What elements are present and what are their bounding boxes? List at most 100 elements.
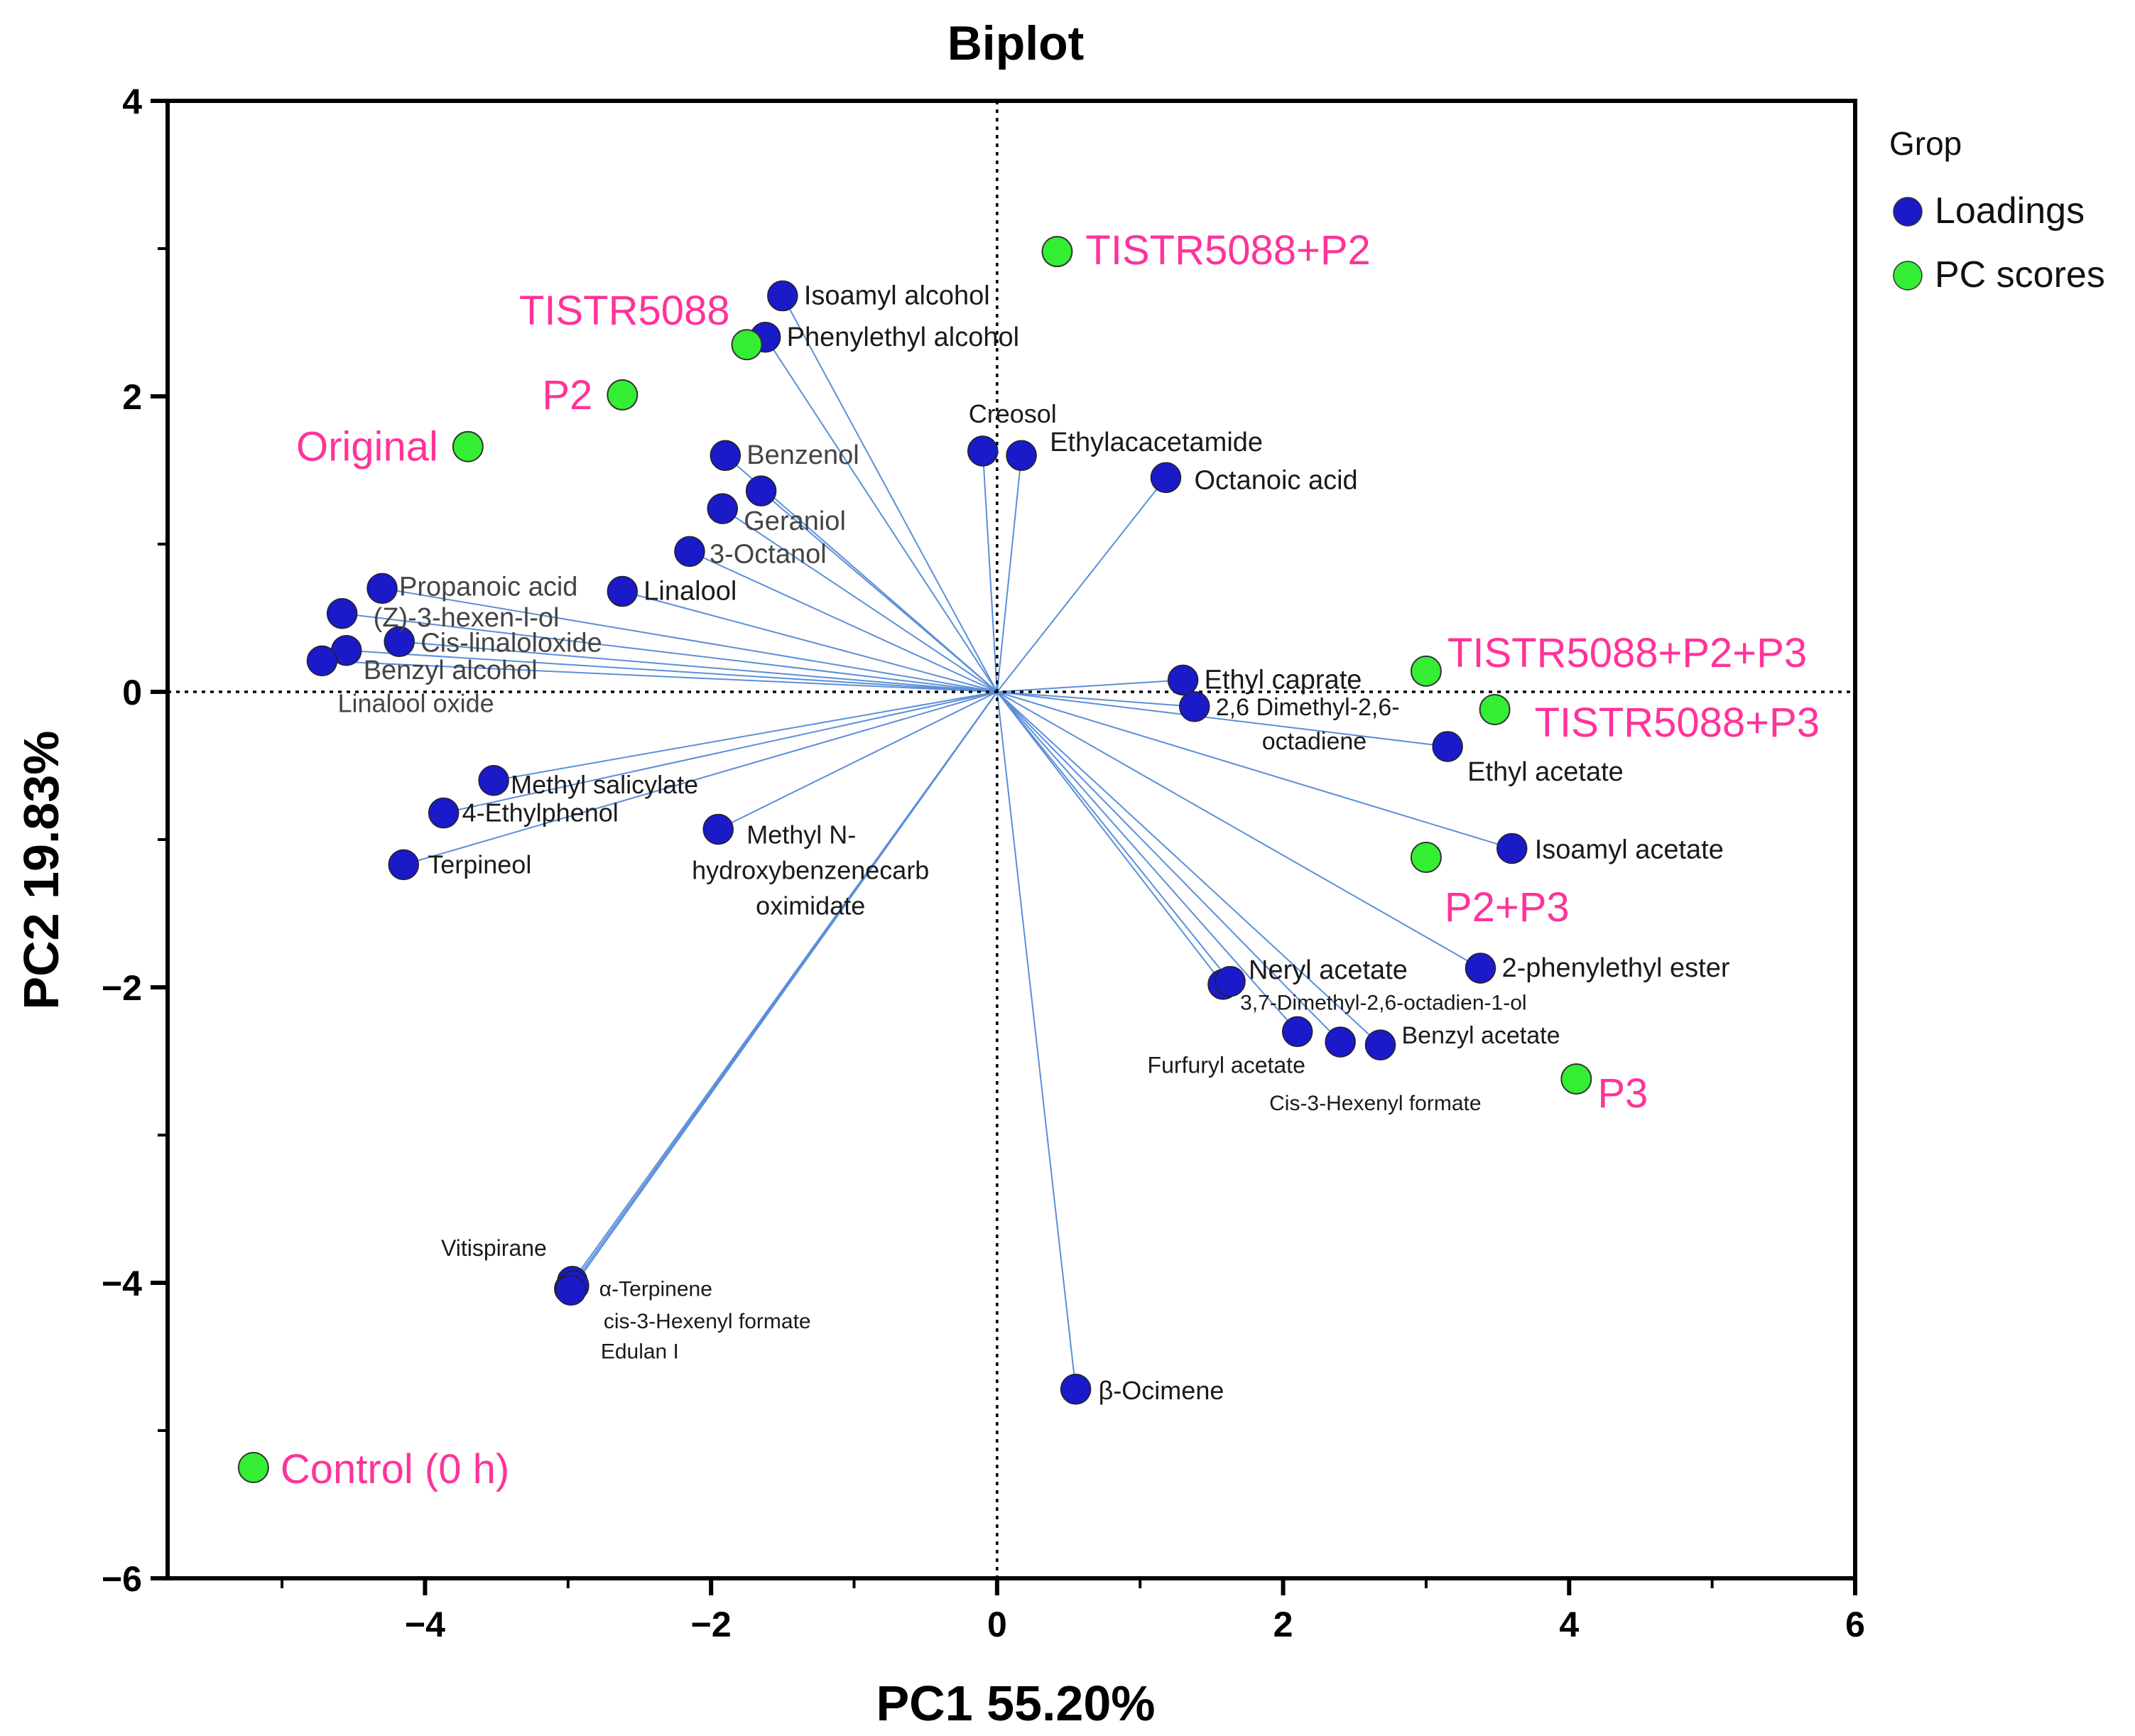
loading-label-geraniol: Geraniol [744, 506, 846, 536]
loading-label-cis-3-hexenyl-formate: cis-3-Hexenyl formate [604, 1310, 811, 1333]
loading-point-isoamyl-acetate [1496, 832, 1528, 864]
loading-point-methyl-salicylate [478, 765, 509, 796]
loading-label-methyl-n-hydroxybenzenecarboximidate-line1: Methyl N- [746, 820, 856, 849]
loading-vector-3-octanol [689, 550, 998, 693]
score-point-p2 [607, 379, 639, 411]
loading-point-ethylacacetamide [1006, 440, 1037, 471]
loading-label-octanoic-acid: Octanoic acid [1194, 465, 1357, 495]
loading-vector-ethylacacetamide [996, 455, 1023, 693]
loading-point-benzyl-acetate [1364, 1029, 1396, 1060]
score-point-control-0-h [237, 1452, 269, 1483]
x-axis-title: PC1 55.20% [876, 1676, 1155, 1731]
x-tick-label: −4 [405, 1605, 445, 1644]
loading-vectors [322, 295, 1513, 1389]
loading-point-cis-3-hexenyl-formate [1325, 1026, 1356, 1058]
data-points [237, 236, 1592, 1483]
y-tick-label: 0 [122, 673, 142, 712]
loading-vector-benzyl-alcohol [346, 649, 997, 693]
loading-label-2-6-dimethyl-2-6-octadiene-line2: octadiene [1262, 728, 1367, 755]
x-tick-label: −2 [691, 1605, 732, 1644]
loading-label-ocimene: β-Ocimene [1099, 1376, 1224, 1405]
loading-vector-linalool-oxide [322, 660, 997, 693]
score-point-p2-p3 [1410, 841, 1442, 873]
x-tick-label: 4 [1559, 1605, 1579, 1644]
loading-vector-geraniol [722, 508, 998, 693]
legend-loadings-label: Loadings [1935, 190, 2085, 232]
score-label-p3: P3 [1597, 1070, 1648, 1117]
loading-vector-2-6-dimethyl-2-6-octadiene [996, 691, 1195, 707]
loading-vector-unlabeled [760, 490, 998, 693]
loading-label-cis-3-hexenyl-formate: Cis-3-Hexenyl formate [1269, 1092, 1481, 1115]
y-tick-label: −4 [102, 1264, 142, 1303]
loading-vector-edulan-i [570, 691, 998, 1291]
legend-pc-scores-marker [1893, 261, 1923, 291]
loading-point-edulan-i [555, 1274, 587, 1306]
loading-vector-terpineol [403, 691, 998, 866]
loading-label-2-6-dimethyl-2-6-octadiene: 2,6 Dimethyl-2,6- [1216, 694, 1400, 721]
score-label-original: Original [296, 424, 438, 470]
loading-label-ethylacacetamide: Ethylacacetamide [1050, 428, 1263, 457]
loading-label-ethyl-caprate: Ethyl caprate [1205, 665, 1362, 695]
loading-label-propanoic-acid: Propanoic acid [399, 572, 577, 602]
loading-label-4-ethylphenol: 4-Ethylphenol [462, 798, 619, 828]
loading-point-methyl-n-hydroxybenzenecarboximidate [702, 813, 734, 845]
loading-label-isoamyl-acetate: Isoamyl acetate [1535, 835, 1724, 864]
score-point-original [452, 430, 484, 462]
loading-point-3-7-dimethyl-2-6-octadien-1-ol [1215, 965, 1246, 997]
score-label-tistr5088: TISTR5088 [519, 288, 730, 334]
legend-title: Grop [1889, 125, 1962, 162]
score-point-tistr5088 [731, 329, 763, 361]
score-point-tistr5088-p3 [1479, 693, 1511, 725]
loading-label-linalool: Linalool [643, 577, 737, 607]
loading-label-ethyl-acetate: Ethyl acetate [1467, 757, 1624, 787]
score-label-tistr5088-p2: TISTR5088+P2 [1085, 227, 1370, 273]
legend-pc-scores-label: PC scores [1935, 254, 2105, 295]
loading-point-geraniol [707, 493, 739, 524]
loading-point-cis-linaloloxide [384, 626, 415, 658]
score-label-p2-p3: P2+P3 [1445, 884, 1570, 931]
loading-vector-propanoic-acid [381, 587, 998, 693]
legend-loadings-marker [1893, 197, 1923, 227]
loading-point-unlabeled [745, 475, 777, 506]
loading-label-vitispirane: Vitispirane [441, 1235, 547, 1261]
loading-vector-neryl-acetate [996, 691, 1224, 985]
loading-vector-ethyl-acetate [996, 691, 1448, 747]
loading-label-terpineol: Terpineol [428, 850, 531, 879]
loading-label-edulan-i: Edulan I [601, 1340, 679, 1363]
loading-vector-methyl-salicylate [493, 691, 998, 781]
loading-vector-phenylethyl-alcohol [764, 337, 998, 693]
loading-point-2-phenylethyl-ester [1465, 953, 1496, 984]
loading-vector-furfuryl-acetate [996, 691, 1298, 1033]
score-point-tistr5088-p2 [1041, 236, 1073, 268]
loading-point-linalool-oxide [306, 645, 338, 677]
y-axis-title: PC2 19.83% [13, 730, 69, 1009]
loading-point-propanoic-acid [366, 573, 398, 604]
loading-vector-octanoic-acid [996, 477, 1167, 693]
loading-point-terpineol [388, 849, 419, 881]
loading-label-furfuryl-acetate: Furfuryl acetate [1148, 1052, 1305, 1078]
score-label-p2: P2 [542, 372, 592, 418]
loading-label-neryl-acetate: Neryl acetate [1249, 955, 1408, 985]
y-tick-label: 4 [122, 82, 142, 121]
loading-point-ethyl-acetate [1432, 731, 1463, 762]
loading-label-3-octanol: 3-Octanol [710, 539, 827, 569]
loading-point-2-6-dimethyl-2-6-octadiene [1178, 691, 1210, 722]
loading-vector-linalool [622, 590, 998, 693]
loading-vector-cis-3-hexenyl-formate [996, 691, 1341, 1043]
loading-label-benzyl-acetate: Benzyl acetate [1401, 1022, 1560, 1049]
loading-point-z-3-hexen-l-ol [326, 598, 358, 629]
loading-point-benzenol [710, 440, 741, 471]
loading-label-methyl-n-hydroxybenzenecarboximidate-line3: oximidate [756, 891, 865, 920]
loading-label-methyl-salicylate: Methyl salicylate [511, 770, 698, 799]
y-tick-label: −2 [102, 968, 142, 1008]
loading-vector-2-phenylethyl-ester [996, 691, 1481, 969]
loading-point-isoamyl-alcohol [767, 280, 798, 312]
loading-point-furfuryl-acetate [1281, 1016, 1313, 1048]
loading-vector-cis-linaloloxide [399, 641, 997, 693]
x-tick-label: 6 [1845, 1605, 1865, 1644]
loading-point-ethyl-caprate [1167, 664, 1199, 696]
score-point-tistr5088-p2-p3 [1410, 655, 1442, 687]
